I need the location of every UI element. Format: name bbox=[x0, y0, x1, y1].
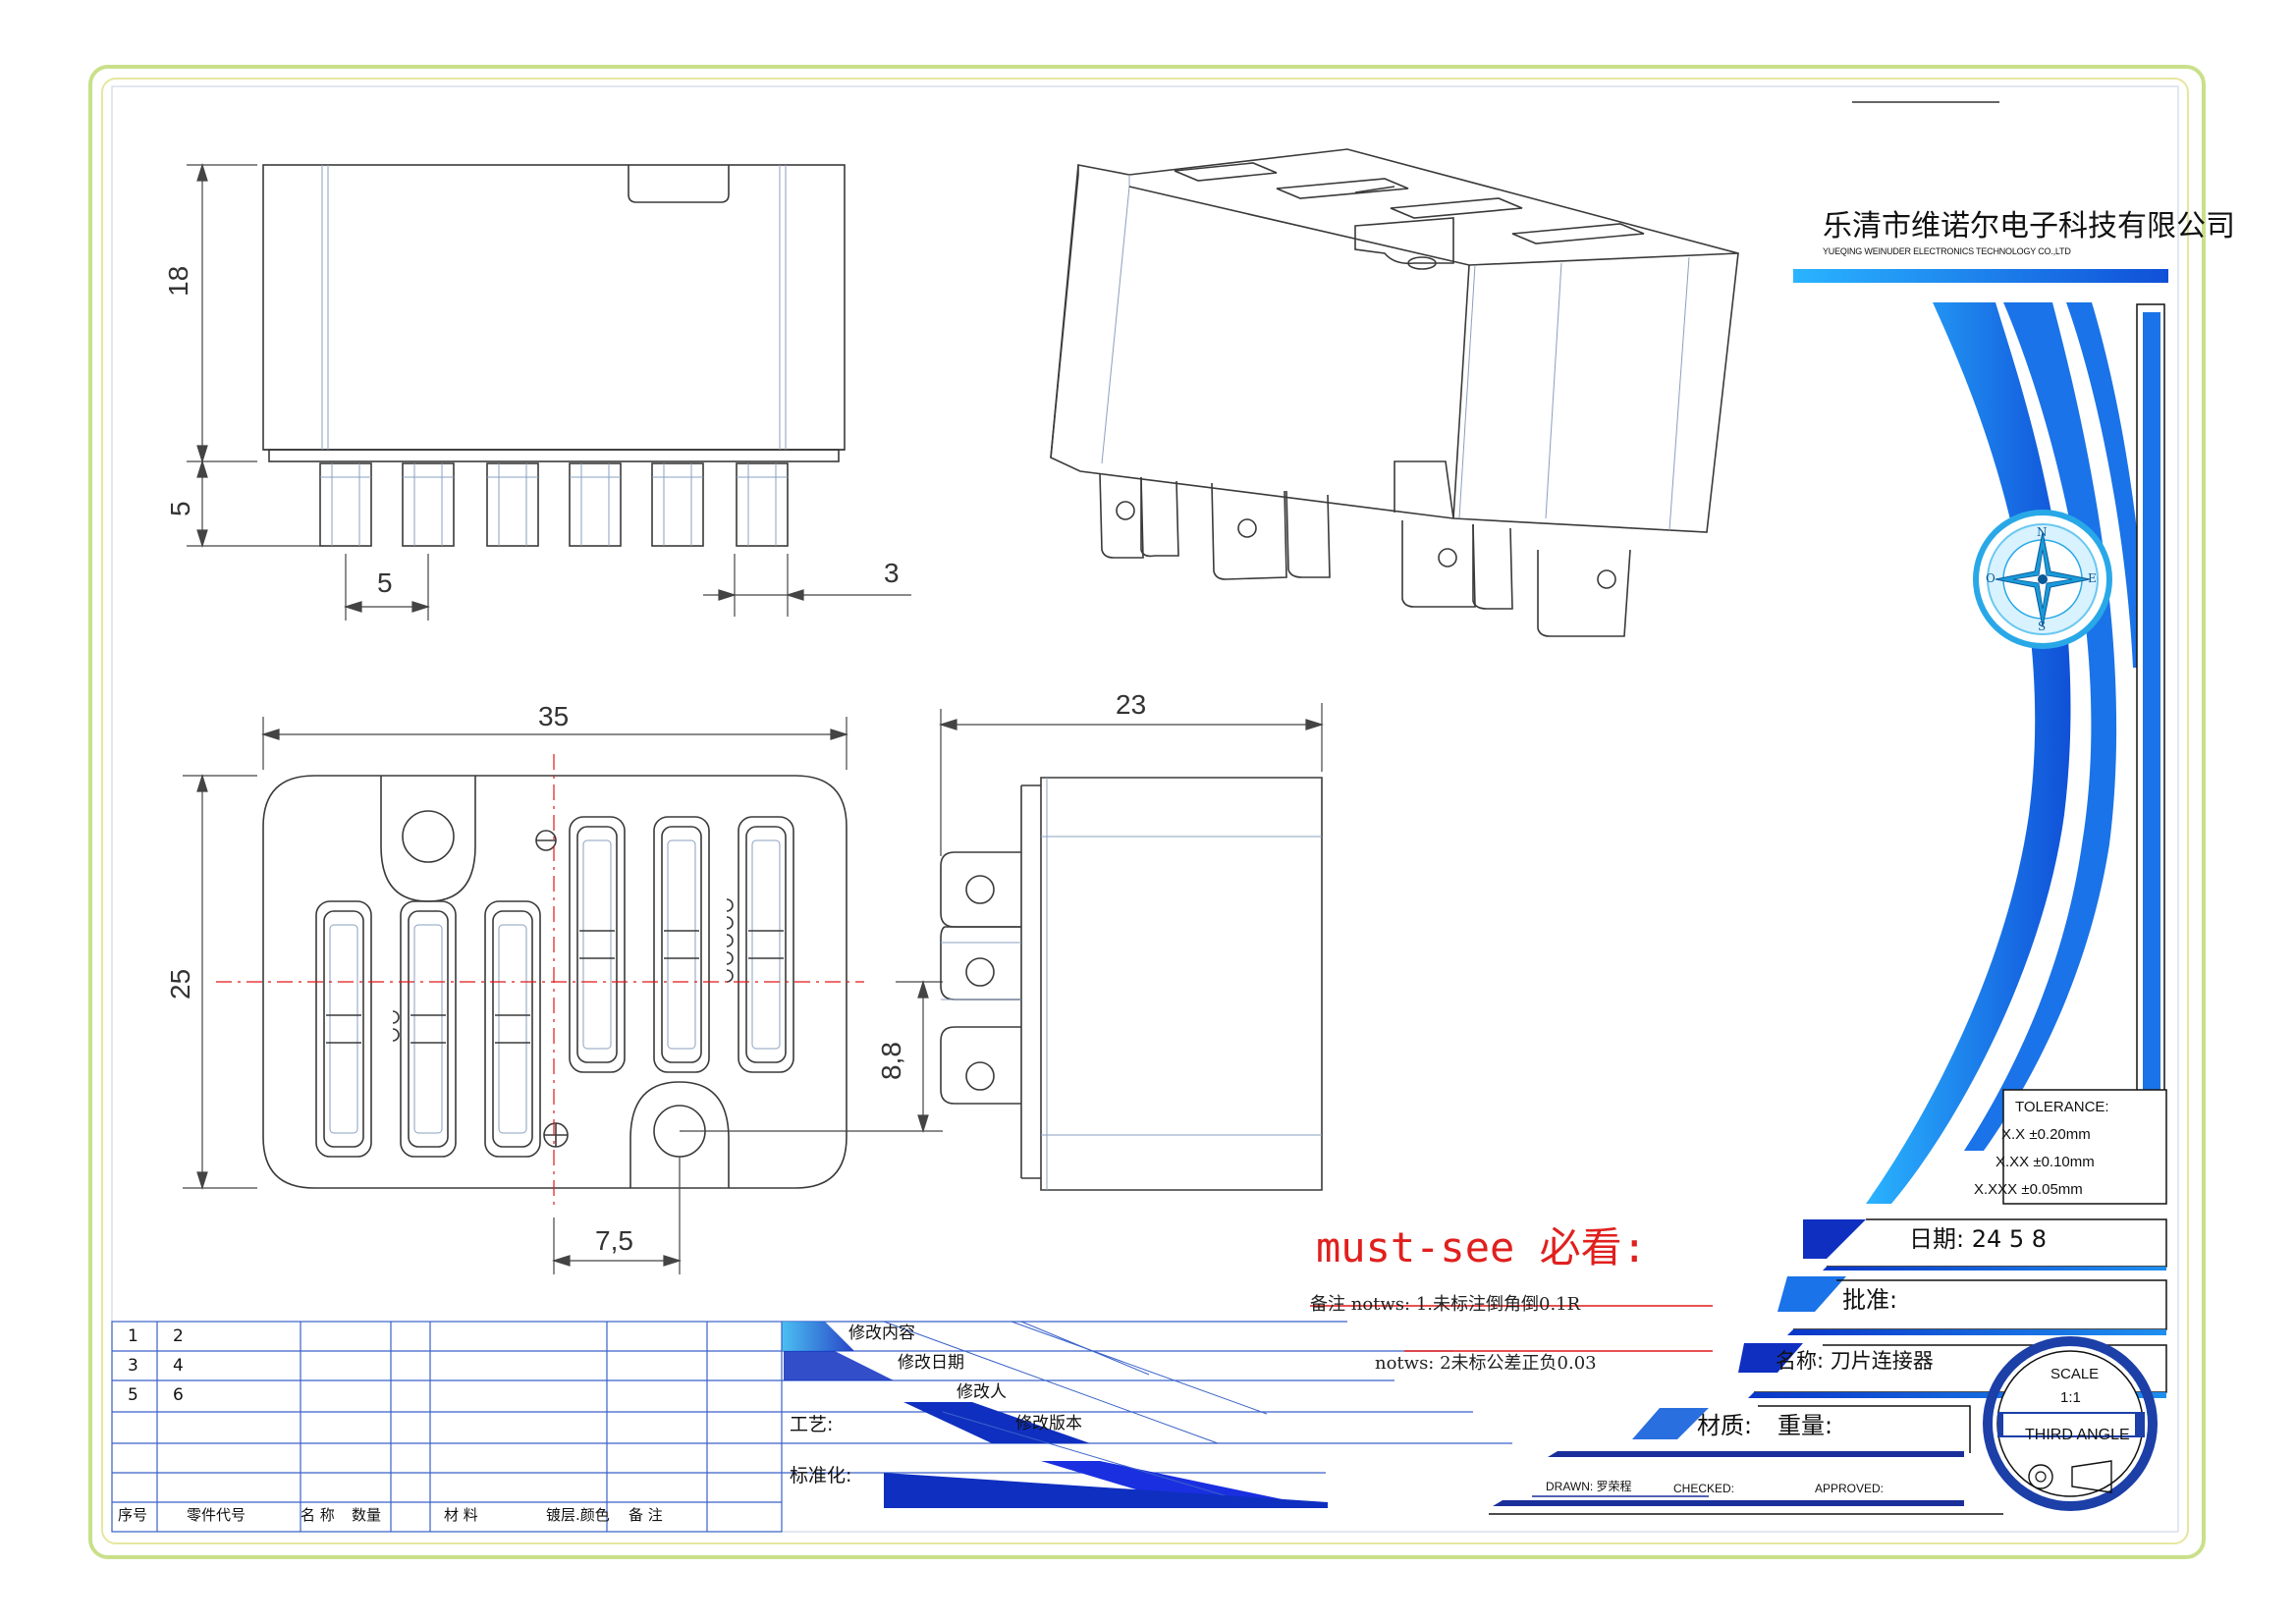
bom-table bbox=[111, 1321, 783, 1533]
compass-west: O bbox=[1986, 571, 1995, 585]
revision-date: 修改日期 bbox=[898, 1353, 964, 1373]
dim-pin-pitch: 5 bbox=[377, 568, 393, 598]
revision-content: 修改内容 bbox=[848, 1324, 915, 1343]
side-view-dims bbox=[938, 703, 1325, 856]
title-date: 日期: 24 5 8 bbox=[1909, 1225, 2048, 1253]
blade-slot bbox=[738, 816, 794, 1073]
front-pin bbox=[651, 462, 704, 547]
bom-row-part: 2 bbox=[173, 1326, 184, 1346]
sheet-frame bbox=[88, 65, 2206, 1559]
scale-label: SCALE bbox=[2050, 1366, 2100, 1382]
polarity-dot bbox=[392, 1010, 400, 1024]
tolerance-x1: X.X ±0.20mm bbox=[2001, 1126, 2091, 1143]
front-dims bbox=[187, 162, 911, 621]
scale-value: 1:1 bbox=[2060, 1389, 2081, 1406]
blade-slot bbox=[653, 816, 710, 1073]
bom-row-index: 3 bbox=[128, 1356, 138, 1376]
dim-hole-offset-y: 8,8 bbox=[876, 1042, 906, 1080]
company-name-en: YUEQING WEINUDER ELECTRONICS TECHNOLOGY … bbox=[1823, 246, 2071, 256]
title-material: 材质: bbox=[1697, 1412, 1753, 1439]
revision-process: 工艺: bbox=[790, 1414, 834, 1435]
bom-header-material: 材 料 bbox=[444, 1506, 478, 1524]
polarity-dot bbox=[726, 934, 734, 947]
bom-row-index: 5 bbox=[128, 1385, 138, 1405]
blade-slot bbox=[569, 816, 626, 1073]
top-view bbox=[262, 775, 847, 1189]
polarity-dot bbox=[726, 951, 734, 965]
title-checked: CHECKED: bbox=[1673, 1482, 1735, 1495]
bom-header-name: 名 称 bbox=[301, 1506, 335, 1524]
revision-block bbox=[782, 1305, 1713, 1508]
polarity-dot bbox=[726, 916, 734, 930]
front-pin bbox=[569, 462, 622, 547]
brand-decoration bbox=[1493, 269, 2168, 1506]
revision-standard: 标准化: bbox=[790, 1465, 852, 1487]
title-drawn: DRAWN: 罗荣程 bbox=[1546, 1480, 1632, 1493]
front-pin bbox=[319, 462, 372, 547]
bom-header-remark: 备 注 bbox=[629, 1506, 663, 1524]
bom-row-part: 4 bbox=[173, 1356, 184, 1376]
bom-header-qty: 数量 bbox=[352, 1506, 382, 1524]
blade-slot bbox=[315, 900, 372, 1158]
dim-hole-offset-x: 7,5 bbox=[595, 1225, 633, 1256]
scale-badge bbox=[1983, 1336, 2158, 1511]
isometric-view bbox=[1050, 148, 1739, 637]
note-2: notws: 2未标公差正负0.03 bbox=[1375, 1353, 1597, 1374]
front-pin bbox=[736, 462, 789, 547]
bom-header-part: 零件代号 bbox=[187, 1506, 246, 1524]
title-part-name: 名称: 刀片连接器 bbox=[1776, 1349, 1934, 1373]
dim-height: 25 bbox=[165, 968, 195, 1000]
tolerance-box bbox=[2002, 1089, 2167, 1205]
blade-slot bbox=[400, 900, 457, 1158]
compass-east: E bbox=[2088, 571, 2097, 585]
compass-south: S bbox=[2038, 620, 2047, 633]
revision-person: 修改人 bbox=[957, 1382, 1007, 1402]
title-approve: 批准: bbox=[1842, 1286, 1898, 1314]
bom-row-index: 1 bbox=[128, 1326, 138, 1346]
title-approved: APPROVED: bbox=[1815, 1482, 1885, 1495]
company-name-cn: 乐清市维诺尔电子科技有限公司 bbox=[1823, 209, 2235, 243]
compass-north: N bbox=[2037, 525, 2048, 539]
bom-header-plating: 镀层.颜色 bbox=[546, 1506, 610, 1524]
dim-height-body: 18 bbox=[163, 265, 193, 297]
dim-height-pin: 5 bbox=[165, 501, 195, 516]
polarity-dot bbox=[392, 1028, 400, 1042]
title-weight: 重量: bbox=[1777, 1412, 1833, 1439]
projection-label: THIRD ANGLE bbox=[2025, 1427, 2130, 1443]
top-view-dims bbox=[183, 717, 943, 1274]
side-view bbox=[940, 777, 1323, 1191]
dim-depth: 23 bbox=[1116, 689, 1147, 720]
dim-width: 35 bbox=[538, 701, 570, 731]
blade-slot bbox=[484, 900, 541, 1158]
front-pin bbox=[402, 462, 455, 547]
polarity-dot bbox=[726, 898, 734, 912]
tolerance-x3: X.XXX ±0.05mm bbox=[1974, 1181, 2083, 1198]
dim-pin-width: 3 bbox=[884, 558, 900, 588]
tolerance-title: TOLERANCE: bbox=[2015, 1099, 2109, 1115]
bom-header-seq: 序号 bbox=[118, 1506, 148, 1524]
compass-icon bbox=[1973, 510, 2112, 649]
polarity-dot bbox=[726, 969, 734, 983]
front-view bbox=[262, 164, 846, 547]
note-1: 备注 notws: 1.未标注倒角倒0.1R bbox=[1310, 1294, 1581, 1315]
top-view-centerlines bbox=[216, 754, 864, 1210]
tolerance-x2: X.XX ±0.10mm bbox=[1995, 1154, 2095, 1170]
must-see-note: must-see 必看: bbox=[1316, 1223, 1647, 1271]
front-pin bbox=[486, 462, 539, 547]
revision-version: 修改版本 bbox=[1015, 1414, 1082, 1433]
bom-row-part: 6 bbox=[173, 1385, 184, 1405]
